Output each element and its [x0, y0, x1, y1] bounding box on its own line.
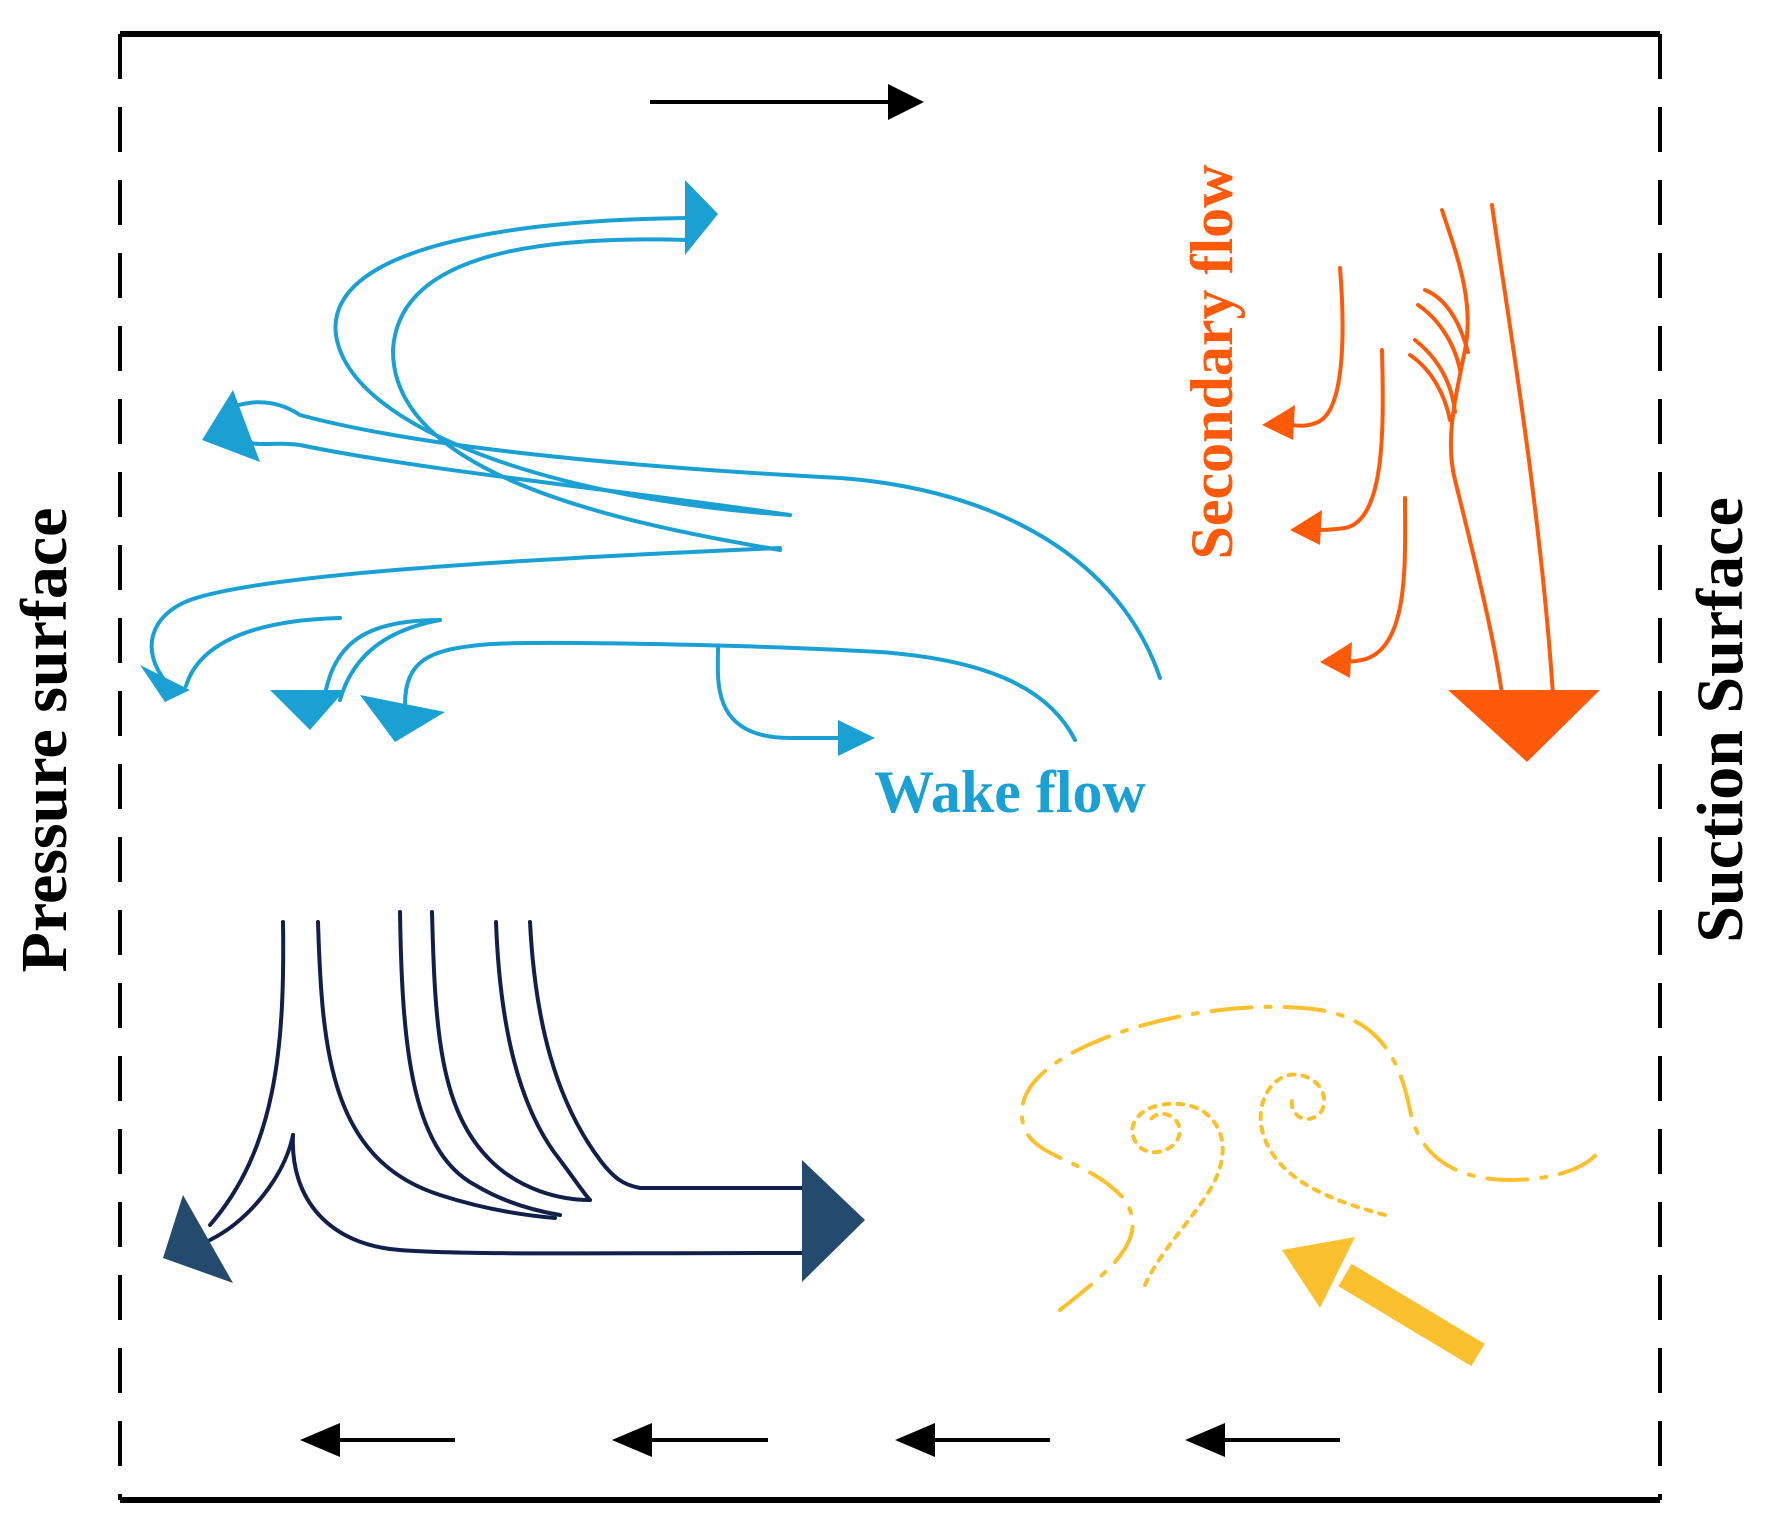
bottom-arrow-2 [612, 1423, 768, 1457]
bottom-arrow-3 [895, 1423, 1050, 1457]
secondary-flow-label: Secondary flow [1179, 164, 1245, 560]
vortex-arrowhead-left [163, 1195, 233, 1283]
wake-arrowhead-left-mid [140, 665, 190, 702]
channel-frame [118, 31, 1662, 1503]
vortex-arrowhead-right [802, 1160, 865, 1282]
top-flow-arrow [650, 84, 924, 120]
inner-dotted-swirl-right [1258, 1072, 1387, 1217]
yellow-flow-arrow-shaft [1338, 1263, 1485, 1367]
wake-flow-arrowheads [140, 180, 875, 756]
wake-flow-lines [149, 216, 1162, 742]
pressure-surface-label: Pressure surface [8, 508, 81, 973]
secondary-flow-lines [1288, 203, 1555, 697]
outer-dash-dot-boundary [1019, 1004, 1602, 1312]
bottom-flow-arrows [300, 1423, 1340, 1457]
wake-flow-label: Wake flow [874, 759, 1146, 825]
bottom-arrow-4 [1185, 1423, 1340, 1457]
wake-arrowhead-small [838, 720, 875, 756]
turbulence-structure [1019, 1004, 1602, 1367]
secondary-arrowhead-big [1448, 690, 1600, 762]
secondary-arrowhead-2 [1290, 510, 1322, 545]
wake-arrowhead-top-right [685, 180, 718, 255]
yellow-flow-arrowhead [1282, 1237, 1355, 1308]
corner-vortex-arrowheads [163, 1160, 865, 1283]
wake-arrowhead-1 [270, 690, 345, 730]
inner-dotted-swirl-left [1130, 1101, 1225, 1287]
secondary-arrowhead-3 [1320, 642, 1352, 678]
wake-arrowhead-2 [360, 695, 445, 742]
corner-vortex-lines [208, 910, 822, 1256]
bottom-arrow-1 [300, 1423, 455, 1457]
secondary-flow-arrowheads [1262, 405, 1600, 762]
wake-arrowhead-left-upper [202, 390, 260, 462]
suction-surface-label: Suction Surface [1684, 497, 1757, 943]
secondary-arrowhead-1 [1262, 405, 1295, 440]
